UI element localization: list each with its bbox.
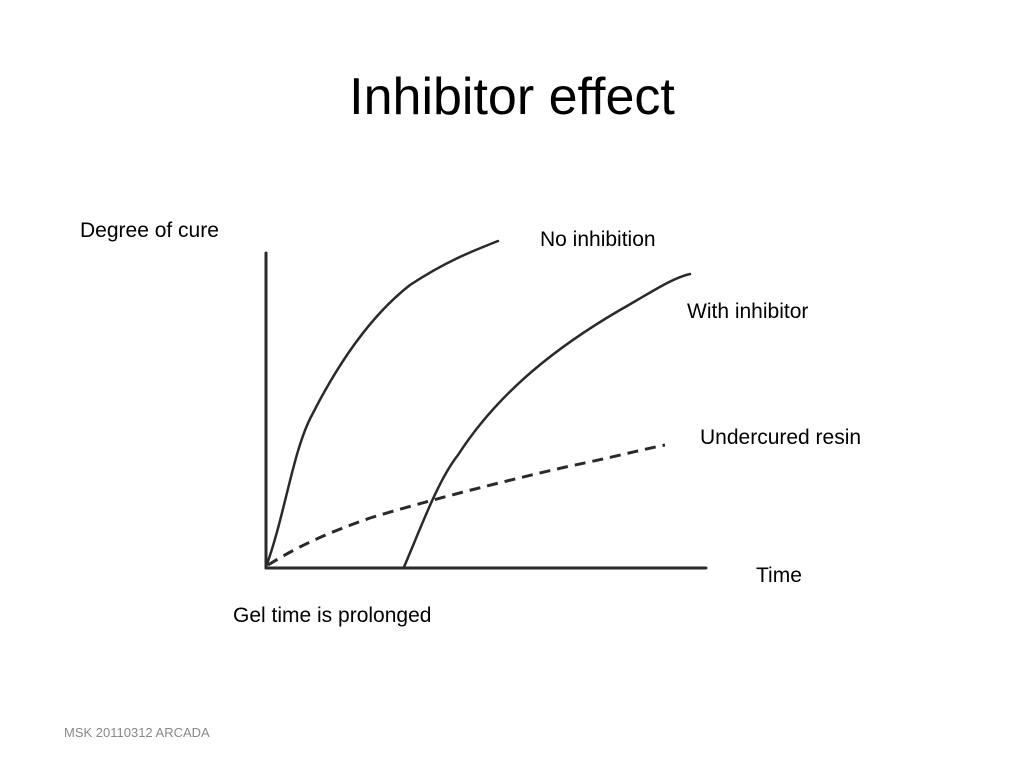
curve-label-no-inhibition: No inhibition [540,228,656,251]
curve-no-inhibition [264,239,500,569]
y-axis-label: Degree of cure [80,219,219,242]
curve-undercured-resin [267,443,666,567]
gel-time-annotation: Gel time is prolonged [233,604,432,627]
curve-with-inhibitor [402,272,692,569]
slide-title: Inhibitor effect [349,68,675,126]
curve-label-with-inhibitor: With inhibitor [687,300,809,323]
x-axis-label: Time [756,564,802,587]
curve-label-undercured-resin: Undercured resin [700,426,862,449]
slide-footer: MSK 20110312 ARCADA [64,725,210,740]
